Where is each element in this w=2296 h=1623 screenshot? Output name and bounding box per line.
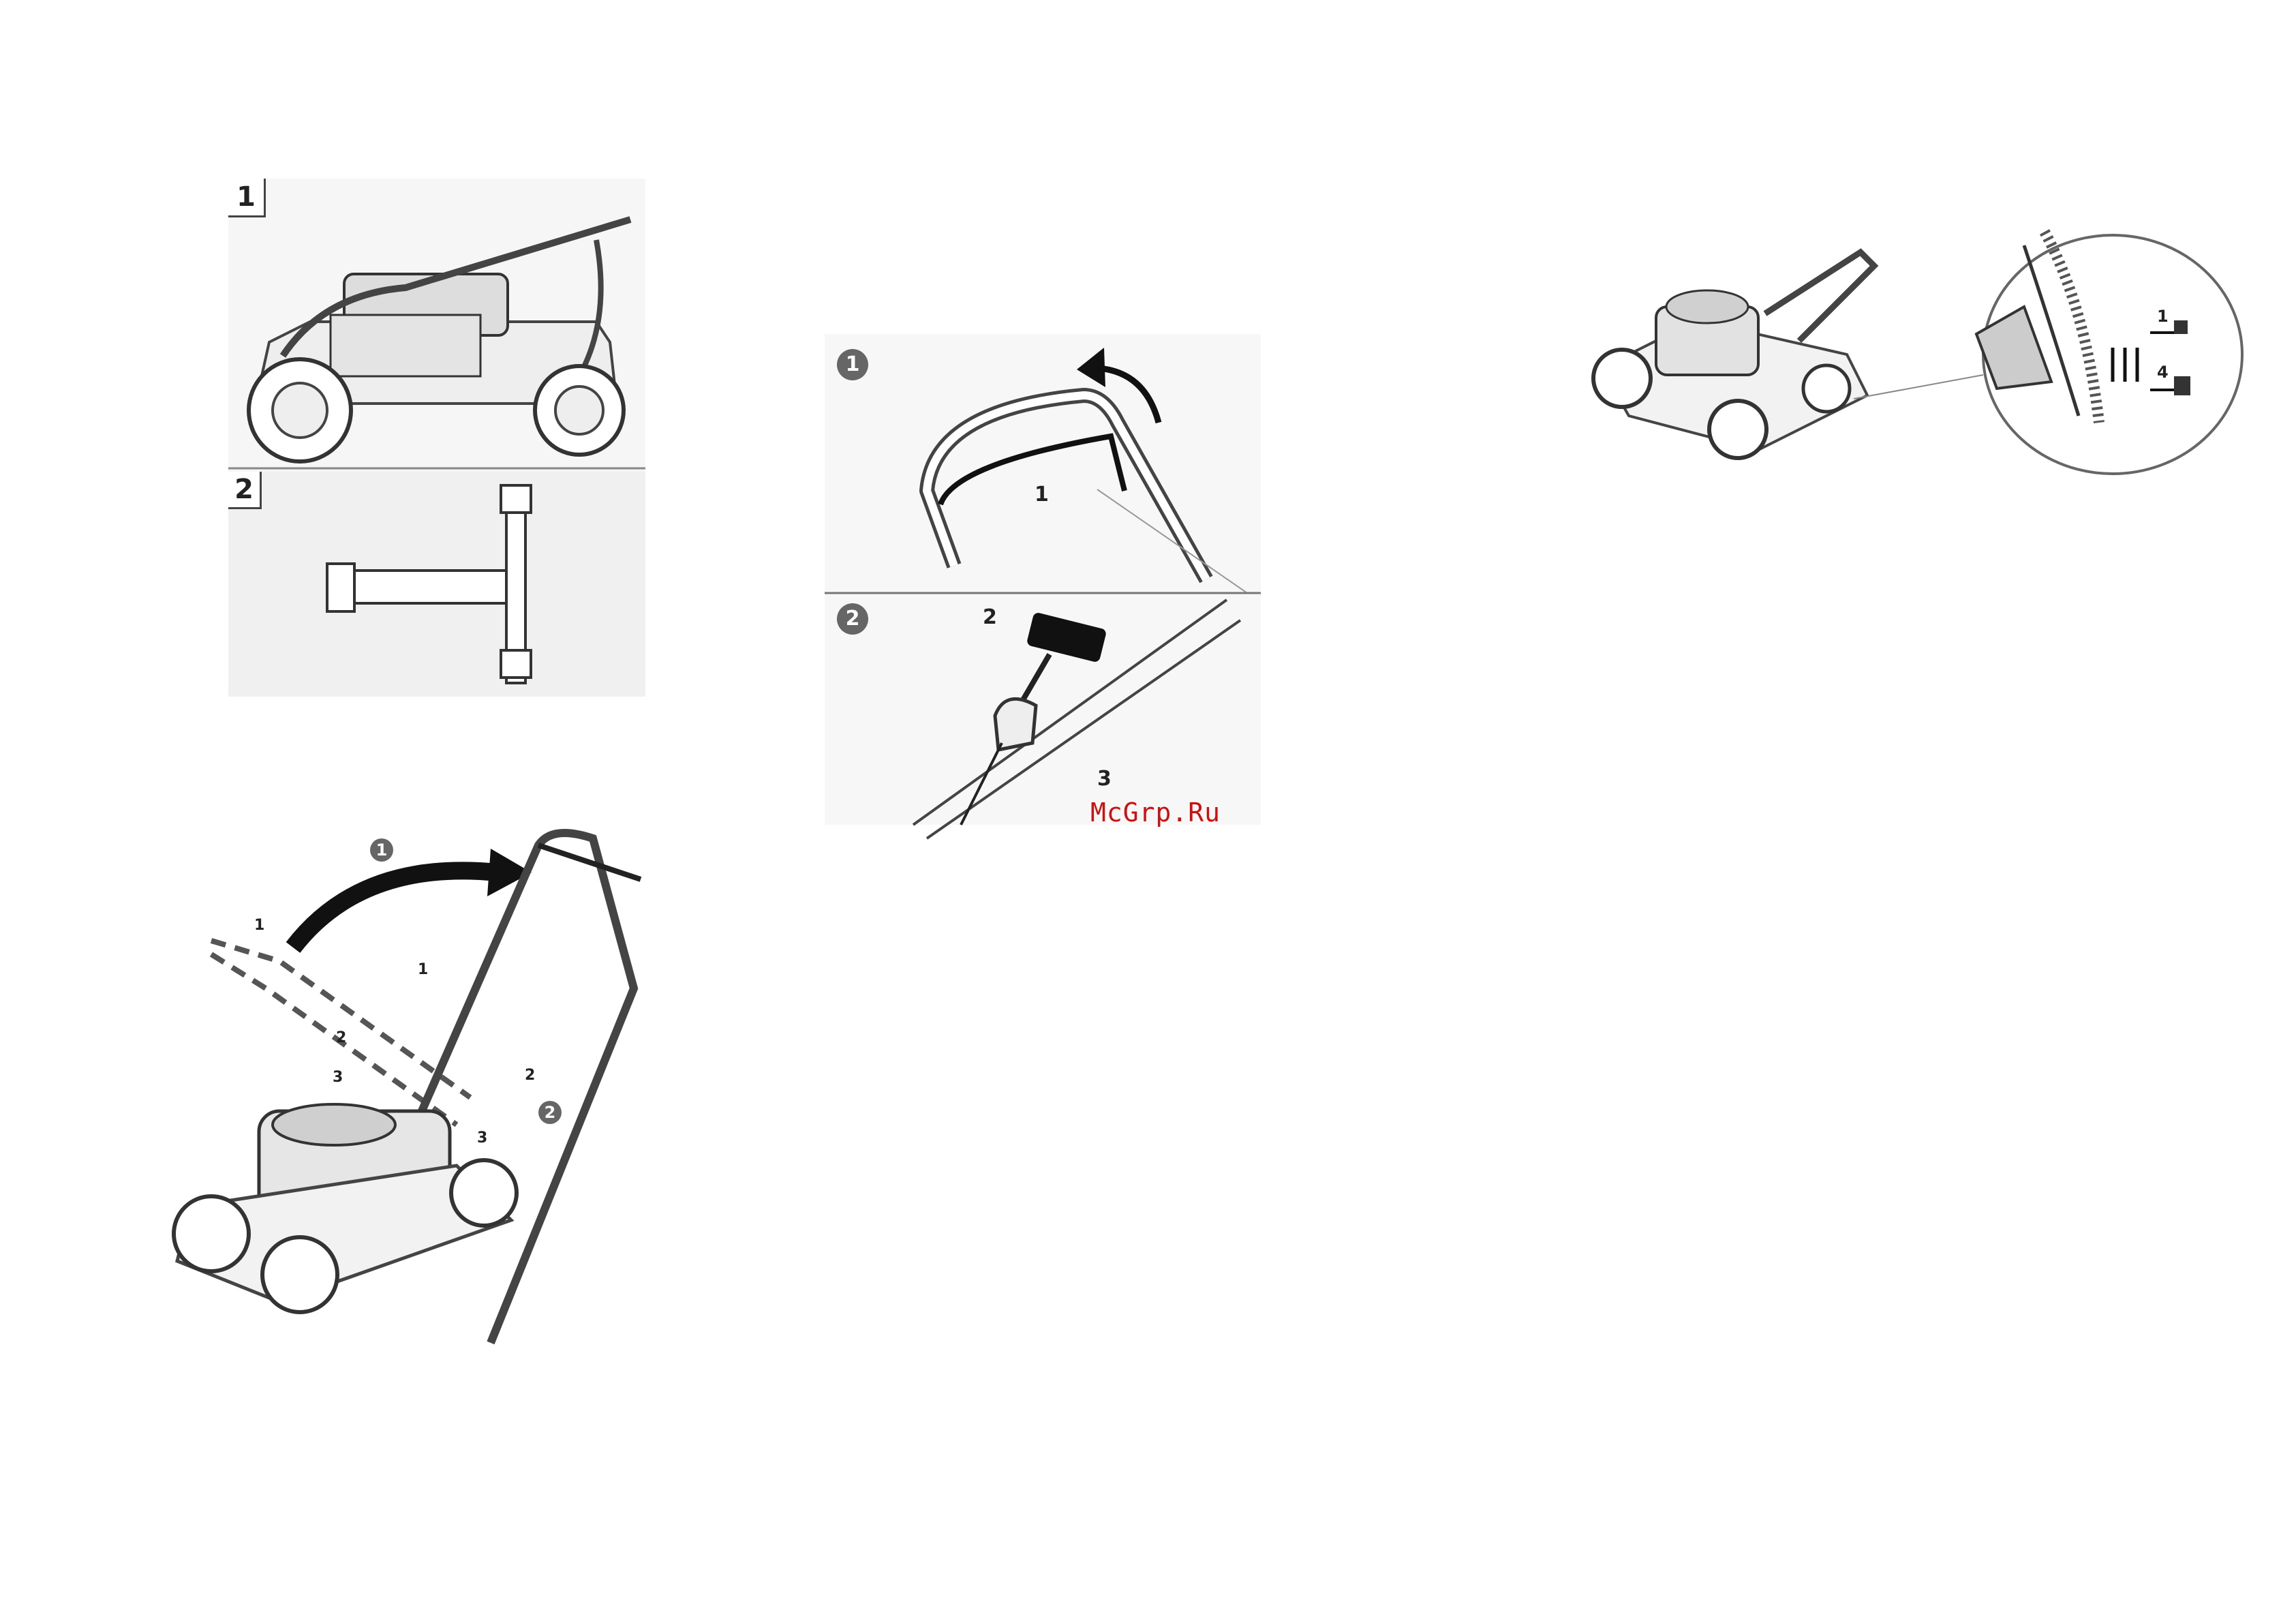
mower-side-drawing [228, 179, 645, 472]
label-3-left: 3 [333, 1069, 343, 1086]
step-2-marker: 2 [538, 1101, 562, 1124]
cable-label-2: 2 [983, 605, 997, 629]
cable-label-1: 1 [1035, 483, 1049, 506]
label-2-left: 2 [336, 1029, 346, 1046]
cable-step-2-marker: 2 [837, 603, 868, 635]
side-view-figure: 1 2 [228, 179, 645, 697]
mower-height-drawing [1574, 218, 2215, 477]
handle-fold-figure: 1 2 1 1 2 2 3 3 [75, 784, 729, 1316]
watermark: McGrp.Ru [1090, 798, 1221, 828]
cable-label-3: 3 [1097, 767, 1112, 791]
height-level-1: 1 [2157, 307, 2169, 326]
cable-drawing [825, 334, 1261, 838]
wrench-drawing [228, 472, 645, 697]
label-2-right: 2 [525, 1067, 535, 1084]
cable-step-1-marker: 1 [837, 349, 868, 380]
label-1-upright: 1 [418, 961, 428, 978]
height-level-4: 4 [2157, 363, 2169, 382]
step-1-marker: 1 [370, 838, 393, 862]
mower-handle-fold-drawing [75, 784, 729, 1316]
height-adjust-figure: 1 4 [1574, 218, 2215, 477]
label-1-folded: 1 [254, 917, 264, 934]
cable-detail-figure: 1 2 1 2 3 [825, 334, 1261, 838]
label-3-right: 3 [477, 1129, 487, 1147]
